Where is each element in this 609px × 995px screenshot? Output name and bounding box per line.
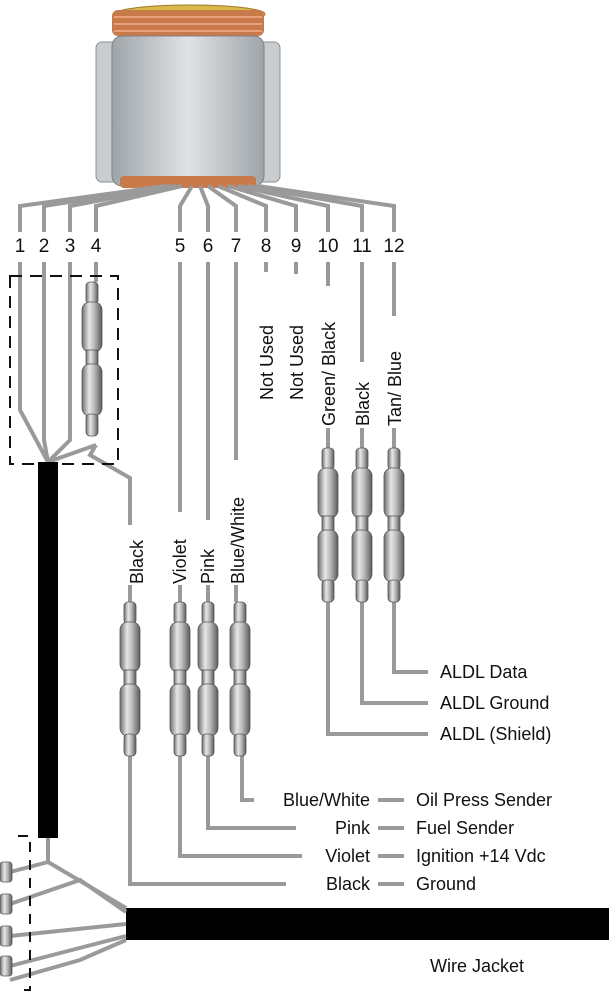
wire-label-pin6: Pink <box>198 548 218 584</box>
pin-number: 12 <box>383 236 404 257</box>
legend-function: Ignition +14 Vdc <box>416 846 546 866</box>
legend-function: Oil Press Sender <box>416 790 552 810</box>
pin-number: 2 <box>39 236 50 257</box>
splice-box <box>9 275 119 465</box>
wire-label-pin7: Blue/White <box>228 497 248 584</box>
legend-wire: Black <box>326 874 371 894</box>
connector-housing <box>95 4 281 188</box>
terminal-pin10 <box>317 447 339 603</box>
terminal-pin5 <box>169 601 191 757</box>
terminal-pin6 <box>197 601 219 757</box>
harness-jacket <box>38 462 609 940</box>
pin-number: 5 <box>175 236 186 257</box>
aldl-ground-label: ALDL Ground <box>440 693 549 713</box>
pin-numbers: 1 2 3 4 5 6 7 8 9 10 11 12 <box>15 236 405 257</box>
fanout-wires <box>18 184 396 232</box>
wire-label-pin8: Not Used <box>257 325 277 400</box>
terminal-pin12 <box>383 447 405 603</box>
legend-function: Fuel Sender <box>416 818 514 838</box>
legend-wire: Blue/White <box>283 790 370 810</box>
wire-label-pin5: Violet <box>170 539 190 584</box>
wire-label-pin10: Green/ Black <box>319 321 339 426</box>
pin-number: 3 <box>65 236 76 257</box>
lower-breakout <box>0 835 128 991</box>
aldl-shield-label: ALDL (Shield) <box>440 724 551 744</box>
wire-label-pin4: Black <box>127 539 147 584</box>
legend-function: Ground <box>416 874 476 894</box>
terminal-pin4 <box>119 601 141 757</box>
pin-number: 8 <box>261 236 272 257</box>
legend-wire: Pink <box>335 818 371 838</box>
terminal-pin11 <box>351 447 373 603</box>
pin-number: 11 <box>352 236 372 257</box>
wire-label-pin11: Black <box>353 381 373 426</box>
legend: Blue/White Oil Press Sender Pink Fuel Se… <box>283 790 552 894</box>
wire-label-pin12: Tan/ Blue <box>385 351 405 426</box>
pin-wires <box>18 262 428 886</box>
terminal-pin4-splice <box>81 281 103 437</box>
wire-jacket-label: Wire Jacket <box>430 956 524 976</box>
pin-number: 6 <box>203 236 214 257</box>
aldl-data-label: ALDL Data <box>440 662 528 682</box>
pin-number: 9 <box>291 236 302 257</box>
pin-number: 7 <box>231 236 242 257</box>
wire-label-pin9: Not Used <box>287 325 307 400</box>
pin-number: 10 <box>317 236 338 257</box>
aldl-labels: ALDL Data ALDL Ground ALDL (Shield) <box>440 662 551 744</box>
legend-wire: Violet <box>325 846 370 866</box>
terminal-pin7 <box>229 601 251 757</box>
pin-number: 1 <box>15 236 26 257</box>
wire-labels: Black Violet Pink Blue/White Not Used No… <box>127 321 405 584</box>
pin-number: 4 <box>91 236 102 257</box>
